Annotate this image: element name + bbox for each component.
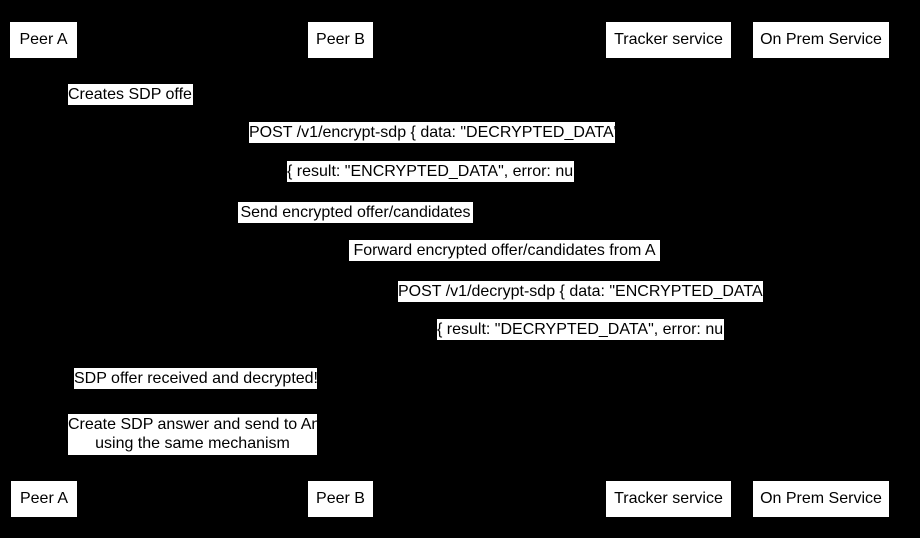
actor-label: Tracker service [614, 490, 723, 507]
actor-box-peer-b-bottom: Peer B [308, 481, 373, 517]
actor-label: Peer A [19, 490, 69, 507]
actor-label: Tracker service [614, 31, 723, 48]
actor-label: Peer A [19, 31, 68, 48]
actor-box-peer-a-bottom: Peer A [11, 481, 77, 517]
actor-box-peer-b-top: Peer B [308, 22, 373, 58]
note-line-1: Create SDP answer and send to An [68, 416, 321, 433]
actor-box-tracker-service-top: Tracker service [606, 22, 731, 58]
message-creates-sdp-offer: Creates SDP offer [68, 84, 193, 105]
note-line-2: using the same mechanism [95, 435, 290, 452]
message-decrypt-result: { result: "DECRYPTED_DATA", error: null … [437, 319, 724, 340]
message-post-encrypt-sdp: POST /v1/encrypt-sdp { data: "DECRYPTED_… [249, 122, 615, 143]
actor-label: On Prem Service [760, 490, 882, 507]
actor-label: Peer B [316, 490, 365, 507]
actor-label: Peer B [316, 31, 365, 48]
message-sdp-offer-received: SDP offer received and decrypted! [74, 368, 317, 389]
actor-box-on-prem-service-bottom: On Prem Service [753, 481, 889, 517]
message-send-encrypted-offer: Send encrypted offer/candidates [238, 202, 473, 223]
note-create-sdp-answer: Create SDP answer and send to An using t… [68, 414, 321, 455]
message-encrypt-result: { result: "ENCRYPTED_DATA", error: null … [287, 161, 574, 182]
actor-box-tracker-service-bottom: Tracker service [606, 481, 731, 517]
actor-box-peer-a-top: Peer A [10, 22, 77, 58]
actor-box-on-prem-service-top: On Prem Service [753, 22, 889, 58]
message-forward-encrypted-offer: Forward encrypted offer/candidates from … [349, 240, 660, 261]
message-post-decrypt-sdp: POST /v1/decrypt-sdp { data: "ENCRYPTED_… [398, 281, 763, 302]
actor-label: On Prem Service [760, 31, 882, 48]
